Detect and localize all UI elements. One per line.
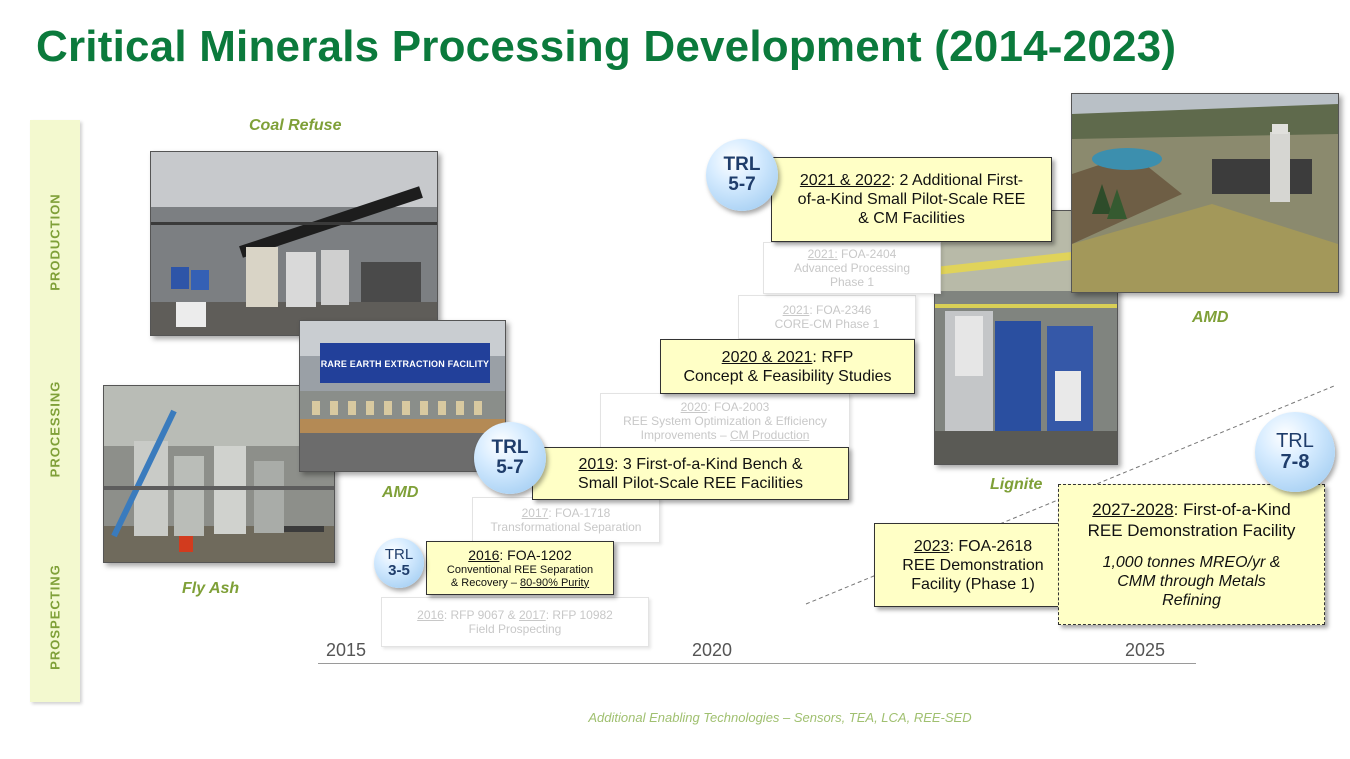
milestone-2023-foa-2618: 2023: FOA-2618 REE Demonstration Facilit… bbox=[874, 523, 1072, 607]
stage-label-processing: PROCESSING bbox=[47, 380, 63, 478]
trl-badge-5-7-2019: TRL 5-7 bbox=[474, 422, 546, 494]
milestone-2016-foa-1202: 2016: FOA-1202 Conventional REE Separati… bbox=[426, 541, 614, 595]
axis-year-2015: 2015 bbox=[326, 640, 367, 660]
stage-label-prospecting: PROSPECTING bbox=[47, 564, 63, 670]
photo-lignite-facility bbox=[934, 210, 1118, 465]
milestone-2021-pilot-facilities: 2021 & 2022: 2 Additional First- of-a-Ki… bbox=[771, 157, 1052, 242]
step-2021-foa-2404: 2021: FOA-2404 Advanced Processing Phase… bbox=[763, 242, 941, 294]
stage-label-production: PRODUCTION bbox=[47, 193, 63, 291]
axis-year-2025: 2025 bbox=[1125, 640, 1166, 660]
photo-amd-outdoor-site bbox=[1071, 93, 1339, 293]
step-2016-rfp-field-prospecting: 2016: RFP 9067 & 2017: RFP 10982 Field P… bbox=[381, 597, 649, 647]
step-2017-foa-1718: 2017: FOA-1718 Transformational Separati… bbox=[472, 497, 660, 543]
trl-badge-3-5: TRL 3-5 bbox=[374, 538, 424, 588]
caption-amd-left: AMD bbox=[382, 484, 419, 501]
milestone-2019-bench-facilities: 2019: 3 First-of-a-Kind Bench & Small Pi… bbox=[532, 447, 849, 500]
caption-lignite: Lignite bbox=[990, 476, 1043, 493]
trl-badge-7-8: TRL 7-8 bbox=[1255, 412, 1335, 492]
timeline-axis bbox=[318, 663, 1196, 664]
photo-fly-ash-facility bbox=[103, 385, 335, 563]
caption-amd-right: AMD bbox=[1192, 309, 1229, 326]
footer-enabling-technologies: Additional Enabling Technologies – Senso… bbox=[588, 710, 972, 725]
trl-badge-5-7-2021: TRL 5-7 bbox=[706, 139, 778, 211]
stage-sidebar: PRODUCTION PROCESSING PROSPECTING bbox=[30, 120, 80, 702]
future-trend-dashed-line bbox=[805, 385, 1335, 605]
caption-coal-refuse: Coal Refuse bbox=[249, 117, 342, 134]
milestone-2027-demonstration-facility: 2027-2028: First-of-a-Kind REE Demonstra… bbox=[1058, 484, 1325, 625]
milestone-2020-concept-feasibility: 2020 & 2021: RFP Concept & Feasibility S… bbox=[660, 339, 915, 394]
step-2021-foa-2346: 2021: FOA-2346 CORE-CM Phase 1 bbox=[738, 295, 916, 339]
page-title: Critical Minerals Processing Development… bbox=[36, 22, 1177, 71]
photo-coal-refuse-facility bbox=[150, 151, 438, 336]
axis-year-2020: 2020 bbox=[692, 640, 733, 660]
step-2020-foa-2003: 2020: FOA-2003 REE System Optimization &… bbox=[600, 393, 850, 449]
photo-amd-extraction-facility: RARE EARTH EXTRACTION FACILITY bbox=[299, 320, 506, 472]
caption-fly-ash: Fly Ash bbox=[182, 580, 240, 597]
facility-banner-text: RARE EARTH EXTRACTION FACILITY bbox=[320, 359, 490, 369]
